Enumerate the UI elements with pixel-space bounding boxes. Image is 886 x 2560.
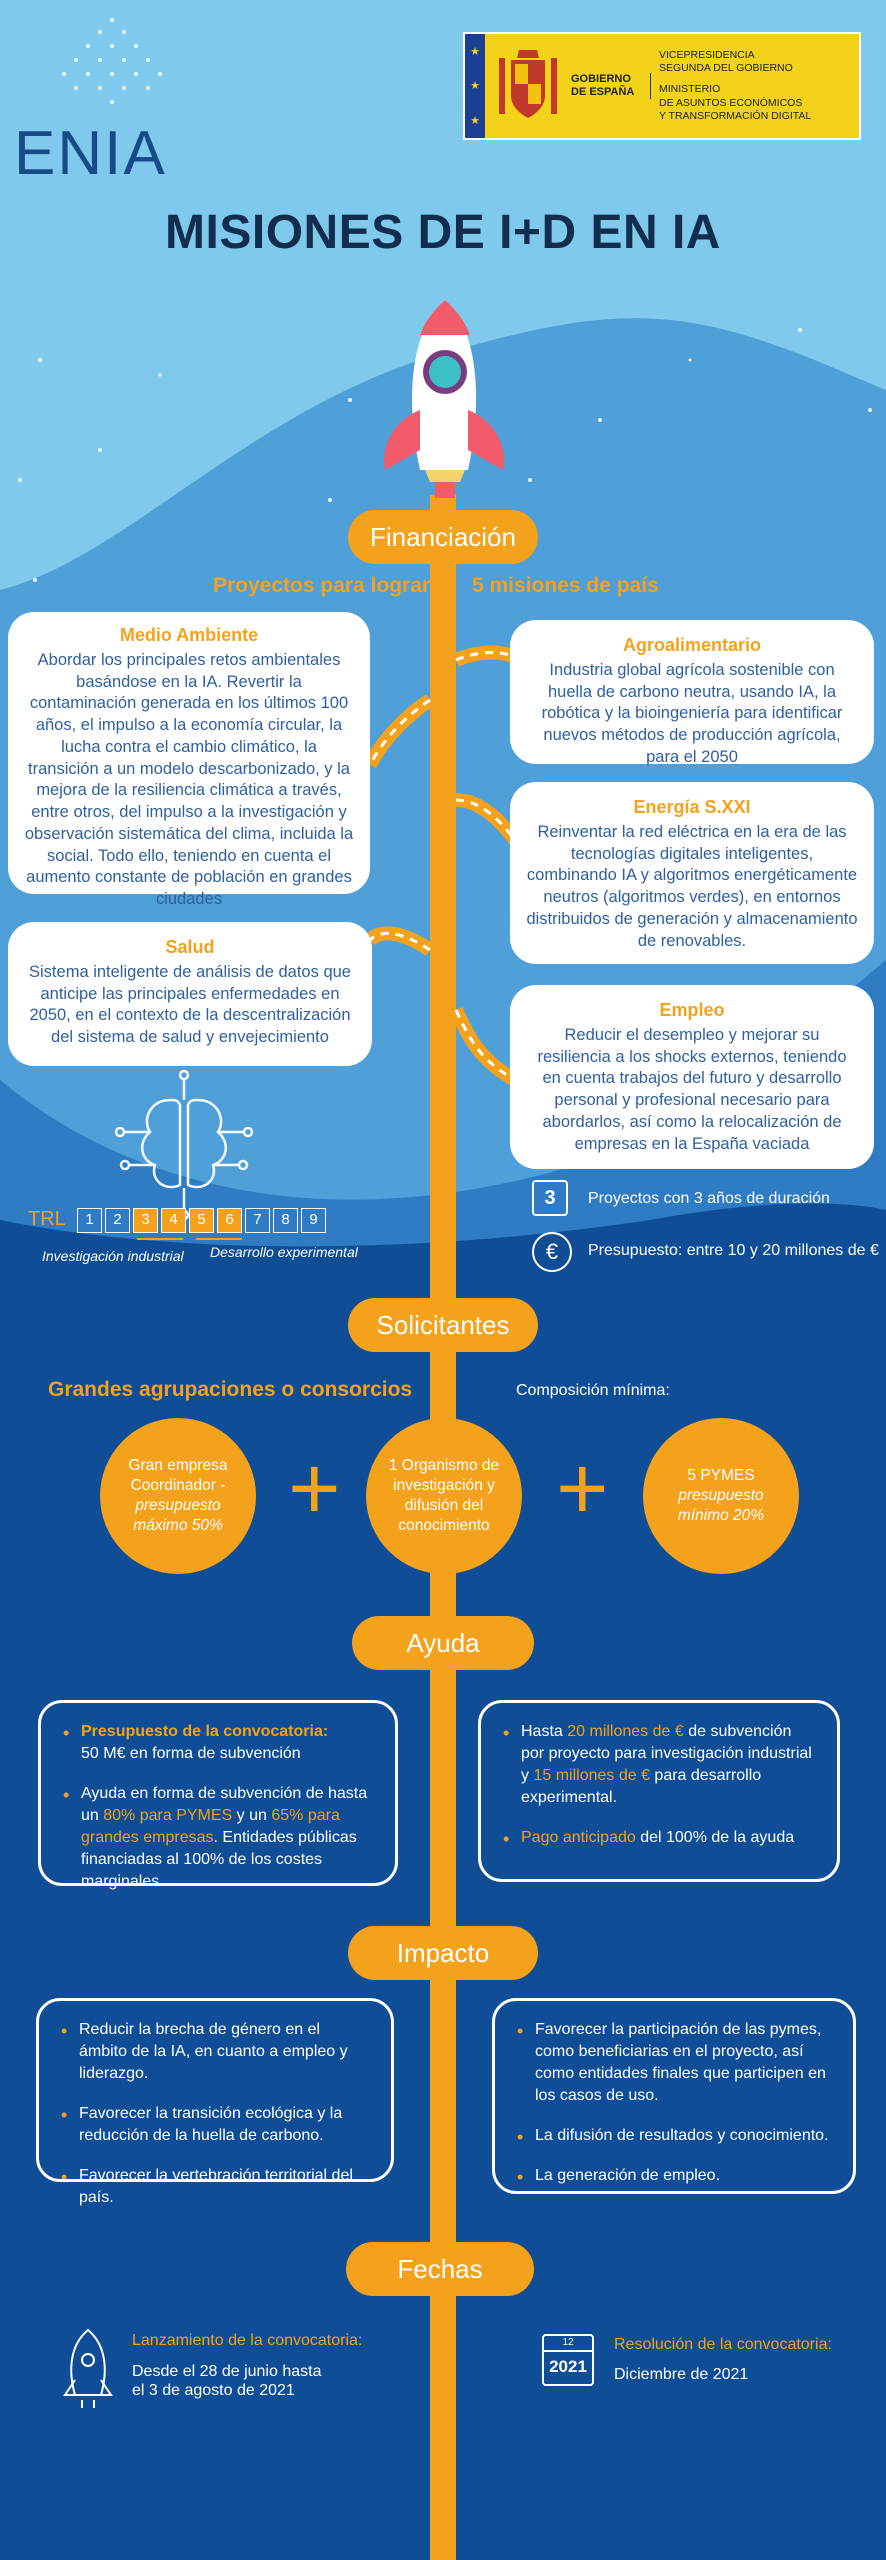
- mission-card-salud: Salud Sistema inteligente de análisis de…: [8, 922, 372, 1066]
- launch-dates: Desde el 28 de junio hasta el 3 de agost…: [132, 2363, 322, 2400]
- list-item: Favorecer la vertebración territorial de…: [59, 2165, 371, 2209]
- mission-text: Reinventar la red eléctrica en la era de…: [526, 822, 858, 950]
- ministry-text: VICEPRESIDENCIA SEGUNDA DEL GOBIERNO MIN…: [659, 49, 812, 122]
- plus-icon: +: [288, 1439, 341, 1539]
- calendar-3-icon: 3: [532, 1180, 568, 1216]
- impacto-left-card: Reducir la brecha de género en el ámbito…: [36, 1998, 394, 2206]
- page-title: MISIONES DE I+D EN IA: [165, 206, 721, 259]
- solicitantes-pill: Solicitantes: [348, 1298, 538, 1352]
- subtitle-right: 5 misiones de país: [472, 574, 659, 597]
- impacto-pill: Impacto: [348, 1926, 538, 1980]
- eu-flag-icon: ★★★: [465, 34, 485, 138]
- trl-level: 9: [301, 1208, 326, 1233]
- fechas-pill: Fechas: [346, 2242, 534, 2296]
- launch-label: Lanzamiento de la convocatoria:: [132, 2332, 363, 2349]
- gran-empresa-circle: Gran empresa Coordinador - presupuesto m…: [100, 1418, 256, 1574]
- mission-title: Energía S.XXI: [633, 797, 751, 817]
- plus-icon: +: [556, 1439, 609, 1539]
- ayuda-left-card: Presupuesto de la convocatoria:50 M€ en …: [38, 1700, 398, 1890]
- government-logo: ★★★ GOBIERNO DE ESPAÑA VICEPRESIDENCIA S…: [463, 32, 861, 140]
- mission-card-medio-ambiente: Medio Ambiente Abordar los principales r…: [8, 612, 370, 908]
- trl-level: 4: [161, 1208, 186, 1233]
- trl-bracket-experimental: [196, 1238, 242, 1240]
- mission-card-empleo: Empleo Reducir el desempleo y mejorar su…: [510, 985, 874, 1169]
- trl-level: 8: [273, 1208, 298, 1233]
- euro-icon: €: [532, 1232, 572, 1272]
- mission-title: Salud: [165, 937, 215, 957]
- launch-rocket-icon: [63, 2328, 113, 2408]
- mission-text: Sistema inteligente de análisis de datos…: [29, 962, 351, 1047]
- mission-text: Industria global agrícola sostenible con…: [541, 660, 843, 766]
- trl-bracket-industrial: [137, 1238, 183, 1240]
- impacto-right-card: Favorecer la participación de las pymes,…: [492, 1998, 856, 2194]
- trl-level: 3: [133, 1208, 158, 1233]
- financiacion-pill: Financiación: [348, 510, 538, 564]
- ayuda-right-card: Hasta 20 millones de € de subvención por…: [478, 1700, 840, 1882]
- subtitle-left: Proyectos para lograr: [213, 574, 431, 597]
- ayuda-pill: Ayuda: [352, 1616, 534, 1670]
- trl-label: TRL: [28, 1208, 66, 1230]
- mission-title: Agroalimentario: [622, 635, 762, 655]
- consorcios-heading: Grandes agrupaciones o consorcios: [48, 1378, 413, 1401]
- trl-level: 7: [245, 1208, 270, 1233]
- trl-level: 5: [189, 1208, 214, 1233]
- list-item: Reducir la brecha de género en el ámbito…: [59, 2019, 371, 2085]
- mission-text: Reducir el desempleo y mejorar su resili…: [537, 1025, 847, 1153]
- mission-title: Medio Ambiente: [119, 625, 259, 645]
- rocket-icon: [384, 300, 504, 498]
- brain-circuit-icon: [114, 1069, 254, 1221]
- budget-text: Presupuesto: entre 10 y 20 millones de €: [588, 1242, 879, 1259]
- list-item: La generación de empleo.: [515, 2165, 833, 2190]
- organismo-circle: 1 Organismo de investigación y difusión …: [366, 1418, 522, 1574]
- resolution-label: Resolución de la convocatoria:: [614, 2336, 832, 2353]
- resolution-date: Diciembre de 2021: [614, 2366, 749, 2383]
- pymes-circle: 5 PYMES presupuesto mínimo 20%: [643, 1418, 799, 1574]
- trl-experimental-label: Desarrollo experimental: [210, 1244, 358, 1260]
- coat-of-arms-icon: [499, 50, 557, 118]
- list-item: Favorecer la participación de las pymes,…: [515, 2019, 833, 2107]
- list-item: Presupuesto de la convocatoria:50 M€ en …: [61, 1721, 375, 1765]
- trl-level: 1: [77, 1208, 102, 1233]
- mission-title: Empleo: [659, 1000, 725, 1020]
- trl-level: 2: [105, 1208, 130, 1233]
- duration-text: Proyectos con 3 años de duración: [588, 1190, 830, 1207]
- list-item: Pago anticipado del 100% de la ayuda: [501, 1827, 817, 1852]
- mission-card-agroalimentario: Agroalimentario Industria global agrícol…: [510, 620, 874, 766]
- calendar-icon: 12 2021: [542, 2334, 594, 2386]
- list-item: Ayuda en forma de subvención de hasta un…: [61, 1783, 375, 1893]
- gov-name: GOBIERNO DE ESPAÑA: [571, 73, 651, 99]
- list-item: Favorecer la transición ecológica y la r…: [59, 2103, 371, 2147]
- trl-industrial-label: Investigación industrial: [42, 1248, 184, 1264]
- trl-level: 6: [217, 1208, 242, 1233]
- mission-card-energia: Energía S.XXI Reinventar la red eléctric…: [510, 782, 874, 964]
- list-item: La difusión de resultados y conocimiento…: [515, 2125, 833, 2150]
- list-item: Hasta 20 millones de € de subvención por…: [501, 1721, 817, 1809]
- mission-text: Abordar los principales retos ambientale…: [24, 650, 354, 909]
- composition-label: Composición mínima:: [516, 1382, 670, 1399]
- enia-logo: ENIA: [14, 119, 167, 188]
